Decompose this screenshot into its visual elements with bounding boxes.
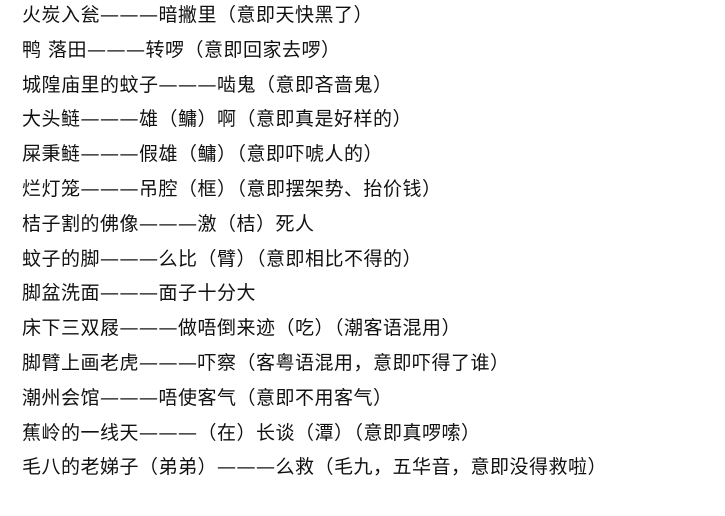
proverb-line-6: 烂灯笼———吊腔（框）（意即摆架势、抬价钱） xyxy=(22,177,442,200)
proverb-line-3: 城隍庙里的蚊子———啮鬼（意即吝啬鬼） xyxy=(22,73,393,96)
proverb-line-14: 毛八的老娣子（弟弟）———么救（毛九，五华音，意即没得救啦） xyxy=(22,456,608,479)
proverb-list: 火炭入瓮———暗撇里（意即天快黑了） 鸭 落田———转啰（意即回家去啰） 城隍庙… xyxy=(22,1,722,488)
proverb-line-12: 潮州会馆———唔使客气（意即不用客气） xyxy=(22,386,393,409)
proverb-line-9: 脚盆洗面———面子十分大 xyxy=(22,282,257,305)
proverb-line-7: 桔子割的佛像———激（桔）死人 xyxy=(22,212,315,235)
proverb-line-4: 大头鲢———雄（鳙）啊（意即真是好样的） xyxy=(22,108,413,131)
proverb-line-1: 火炭入瓮———暗撇里（意即天快黑了） xyxy=(22,4,374,26)
proverb-line-10: 床下三双屐———做唔倒来迹（吃）（潮客语混用） xyxy=(22,317,462,340)
proverb-line-13: 蕉岭的一线天———（在）长谈（潭）（意即真啰嗦） xyxy=(22,421,481,444)
proverb-line-11: 脚臂上画老虎———吓察（客粤语混用，意即吓得了谁） xyxy=(22,351,510,374)
proverb-line-8: 蚊子的脚———么比（臂）（意即相比不得的） xyxy=(22,247,423,270)
proverb-line-2: 鸭 落田———转啰（意即回家去啰） xyxy=(22,38,341,61)
proverb-line-5: 屎秉鲢———假雄（鳙）（意即吓唬人的） xyxy=(22,143,384,166)
